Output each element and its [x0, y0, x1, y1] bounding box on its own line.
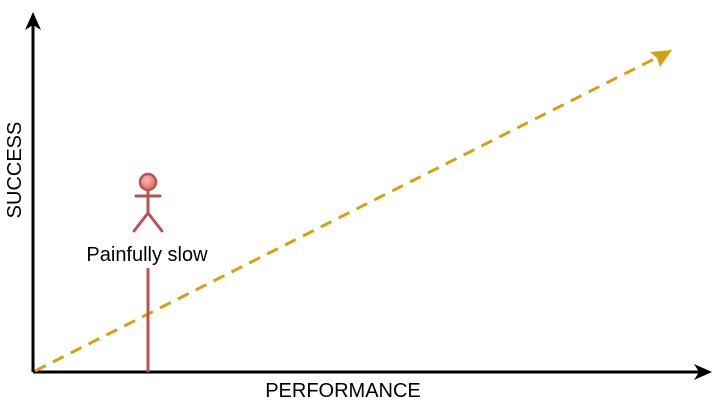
y-axis-label: SUCCESS [4, 122, 26, 219]
y-axis [25, 12, 41, 372]
stick-figure-icon [132, 172, 164, 233]
x-axis [33, 364, 712, 380]
y-axis-arrowhead [25, 12, 41, 30]
trend-arrow [34, 50, 672, 373]
x-axis-arrowhead [694, 364, 712, 380]
trend-arrowhead [650, 50, 672, 67]
person-label: Painfully slow [86, 244, 208, 266]
x-axis-label: PERFORMANCE [265, 380, 421, 402]
